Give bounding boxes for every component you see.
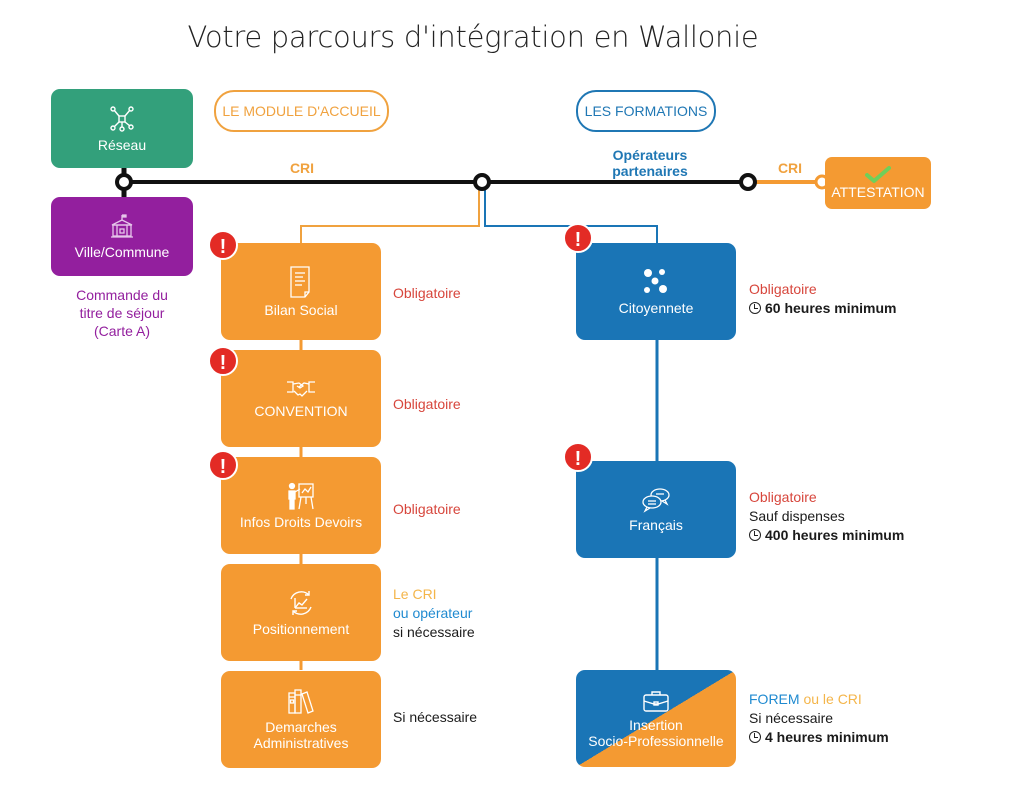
hours-line: 400 heures minimum xyxy=(749,526,904,545)
step-label-line: Administratives xyxy=(253,734,349,751)
dots-icon xyxy=(644,268,667,293)
note-line: Si nécessaire xyxy=(749,710,834,726)
or-cri-text: ou le CRI xyxy=(799,691,862,707)
hours-text: 4 heures minimum xyxy=(765,729,889,745)
attestation-label: ATTESTATION xyxy=(831,184,925,200)
ville-note-line: (Carte A) xyxy=(93,323,150,339)
accueil-branch-line xyxy=(300,188,480,243)
hours-line: 4 heures minimum xyxy=(749,728,889,747)
handshake-icon xyxy=(287,380,315,397)
town-hall-icon xyxy=(111,213,133,238)
step-insertion-socio-professionnelle[interactable]: Insertion Socio-Professionnelle xyxy=(576,670,736,767)
step-label-line: Insertion xyxy=(629,716,683,733)
ville-note-line: Commande du xyxy=(76,287,168,303)
check-icon xyxy=(865,166,891,183)
chart-cycle-icon xyxy=(290,590,312,615)
branch-node xyxy=(473,173,491,191)
step-positionnement[interactable]: Positionnement xyxy=(221,564,381,661)
operateurs-line2: partenaires xyxy=(612,163,688,179)
step-note: Obligatoire xyxy=(393,501,461,517)
line-label-cri-left: CRI xyxy=(289,160,315,176)
briefcase-icon xyxy=(643,690,669,712)
mandatory-alert-icon: ! xyxy=(563,442,593,472)
line-label-cri-right: CRI xyxy=(777,160,803,176)
note-line: si nécessaire xyxy=(393,624,475,640)
step-bilan-social[interactable]: Bilan Social xyxy=(221,243,381,340)
forem-text: FOREM xyxy=(749,691,800,707)
line-label-operateurs: Opérateurs partenaires xyxy=(590,147,710,179)
mandatory-alert-icon: ! xyxy=(208,450,238,480)
section-module-accueil: LE MODULE D'ACCUEIL xyxy=(214,90,389,132)
step-note: Obligatoire Sauf dispenses 400 heures mi… xyxy=(749,488,904,545)
note-line: Le CRI xyxy=(393,586,437,602)
hours-text: 60 heures minimum xyxy=(765,300,897,316)
operateurs-line1: Opérateurs xyxy=(612,147,688,163)
presenter-icon xyxy=(288,482,314,510)
network-icon xyxy=(110,105,134,132)
step-label: CONVENTION xyxy=(254,402,348,419)
chat-bubbles-icon xyxy=(642,487,670,513)
step-label: Citoyennete xyxy=(618,299,694,316)
step-note: Si nécessaire xyxy=(393,709,478,725)
hours-line: 60 heures minimum xyxy=(749,299,897,318)
step-label-line: Demarches xyxy=(265,718,337,735)
note-line: ou opérateur xyxy=(393,605,473,621)
step-label: Positionnement xyxy=(252,620,350,637)
clock-icon xyxy=(749,529,761,541)
mandatory-alert-icon: ! xyxy=(208,346,238,376)
reseau-box[interactable]: Réseau xyxy=(51,89,193,168)
step-label-line: Socio-Professionnelle xyxy=(588,732,724,749)
note-line: Obligatoire xyxy=(749,281,817,297)
ville-label: Ville/Commune xyxy=(74,243,170,260)
mandatory-alert-icon: ! xyxy=(208,230,238,260)
step-note: Obligatoire xyxy=(393,396,461,412)
ville-commune-box[interactable]: Ville/Commune xyxy=(51,197,193,276)
start-node xyxy=(115,173,133,191)
step-note: Obligatoire 60 heures minimum xyxy=(749,280,897,318)
note-line: FOREM ou le CRI xyxy=(749,690,889,709)
step-label: Bilan Social xyxy=(264,301,338,318)
step-note: Obligatoire xyxy=(393,285,461,301)
step-infos-droits-devoirs[interactable]: Infos Droits Devoirs xyxy=(221,457,381,554)
step-demarches-administratives[interactable]: Demarches Administratives xyxy=(221,671,381,768)
clock-icon xyxy=(749,302,761,314)
end-node xyxy=(739,173,757,191)
document-icon xyxy=(290,265,310,298)
step-note: Le CRI ou opérateur si nécessaire xyxy=(393,585,475,642)
reseau-label: Réseau xyxy=(97,136,147,153)
step-convention[interactable]: CONVENTION xyxy=(221,350,381,447)
note-line: Sauf dispenses xyxy=(749,508,845,524)
section-formations: LES FORMATIONS xyxy=(576,90,716,132)
step-francais[interactable]: Français xyxy=(576,461,736,558)
ville-note: Commande du titre de séjour (Carte A) xyxy=(51,286,193,340)
mandatory-alert-icon: ! xyxy=(563,223,593,253)
clock-icon xyxy=(749,731,761,743)
note-line: Obligatoire xyxy=(749,489,817,505)
step-label: Infos Droits Devoirs xyxy=(239,513,363,530)
hours-text: 400 heures minimum xyxy=(765,527,905,543)
books-icon xyxy=(288,688,314,714)
step-label: Français xyxy=(629,516,683,533)
step-citoyennete[interactable]: Citoyennete xyxy=(576,243,736,340)
page-title: Votre parcours d'intégration en Wallonie xyxy=(187,20,759,54)
step-note: FOREM ou le CRI Si nécessaire 4 heures m… xyxy=(749,690,889,747)
attestation-box[interactable]: ATTESTATION xyxy=(825,157,931,209)
ville-note-line: titre de séjour xyxy=(79,305,165,321)
